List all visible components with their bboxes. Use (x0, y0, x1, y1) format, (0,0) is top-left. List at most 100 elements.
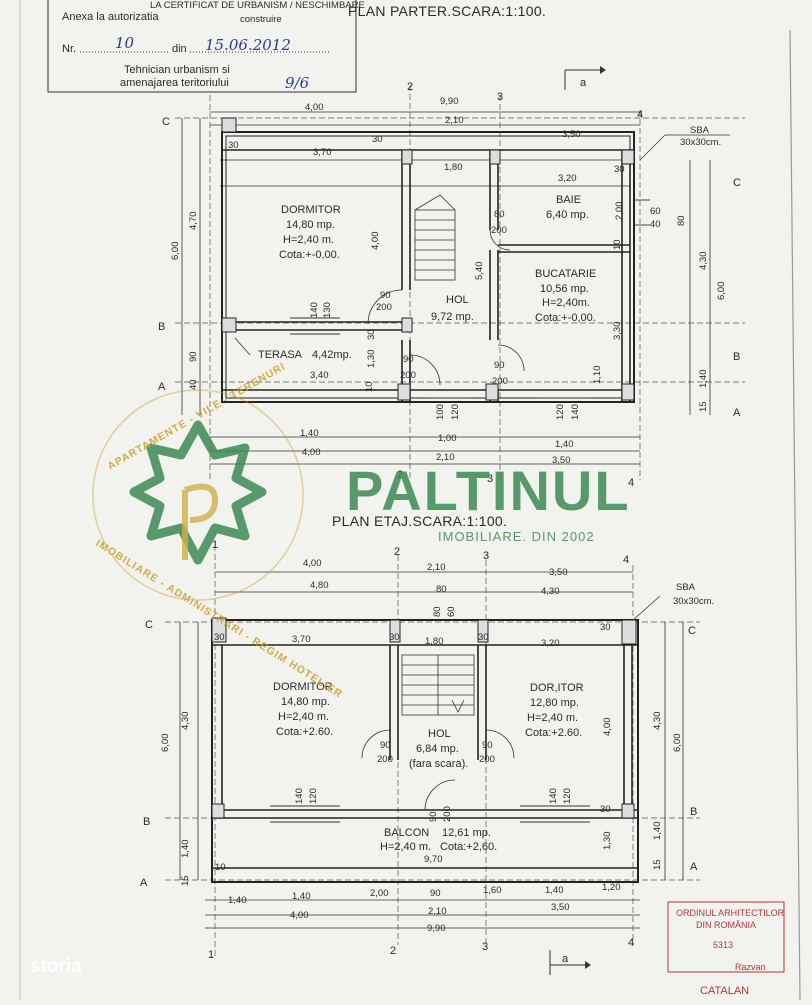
permit-date: 15.06.2012 (205, 36, 291, 54)
gf-dim-bottom: 4,00 (302, 447, 321, 458)
uf-dim-inner: 200 (377, 754, 393, 765)
gf-dim-bottom: 3,50 (552, 455, 571, 466)
uf-dim-bottom: 2,00 (370, 888, 389, 899)
gf-dim-inner: 3,40 (310, 370, 329, 381)
uf-dim-bottom: 4,00 (290, 910, 309, 921)
gf-dim-bottom: 1,00 (438, 433, 457, 444)
room-name: DOR,ITOR (530, 682, 584, 694)
room-area: 14,80 mp. (286, 219, 335, 231)
axis-2-top: 2 (394, 546, 400, 558)
gf-dim-inner: 40 (650, 219, 661, 230)
gf-dim-inner: 1,30 (366, 350, 377, 369)
gf-dim-top: 4,00 (305, 102, 324, 113)
gf-sba: SBA (690, 125, 710, 136)
uf-dim-bottom: 1,40 (228, 895, 247, 906)
room-area: 12,61 mp. (442, 827, 491, 839)
permit-technician-2: amenajarea teritoriului (120, 77, 229, 89)
axis-1-top: 1 (212, 539, 218, 551)
axis-2-top: 2 (407, 81, 413, 93)
uf-dim-inner: 200 (479, 754, 495, 765)
upper-floor-title: PLAN ETAJ.SCARA:1:100. (332, 513, 507, 529)
uf-dim-bottom: 1,20 (602, 882, 621, 893)
gf-dim-left: 6,00 (170, 242, 181, 261)
room-area: 6,40 mp. (546, 209, 589, 221)
watermark-name: PALTINUL (346, 459, 631, 522)
axis-c-right: C (733, 177, 741, 189)
gf-dim-inner: 30 (614, 164, 625, 175)
room-note: (fara scara). (409, 758, 468, 770)
gf-dim-inner: 200 (492, 376, 508, 387)
axis-1-bottom: 1 (208, 949, 214, 961)
gf-dim-left: 40 (188, 379, 199, 390)
stamp-name2: CATALAN (700, 985, 749, 997)
gf-dim-inner: 30 (366, 329, 377, 340)
room-level: Cota:+2.60. (276, 726, 333, 738)
gf-room-bucatarie: BUCATARIE 10,56 mp. H=2,40m. Cota:+-0,00… (535, 268, 596, 324)
stamp-line1: ORDINUL ARHITECTILOR (676, 908, 785, 918)
permit-annex: Anexa la autorizatia (62, 11, 159, 23)
gf-dim-top: 3,50 (562, 129, 581, 140)
gf-room-dormitor: DORMITOR 14,80 mp. H=2,40 m. Cota:+-0,00… (279, 204, 341, 261)
axis-b-right: B (690, 806, 697, 818)
gf-dim-inner: 1,10 (592, 366, 603, 385)
room-area: 4,42mp. (312, 349, 352, 361)
axis-a-left: A (158, 381, 166, 393)
uf-dim-top: 3,70 (292, 634, 311, 645)
gf-dim-inner: 10 (364, 381, 375, 392)
uf-dim-inner: 120 (562, 788, 573, 804)
maple-leaf-icon (129, 420, 267, 565)
uf-dim-inner: 90 (428, 811, 439, 822)
uf-dim-bottom: 1,40 (292, 891, 311, 902)
axis-c-left: C (145, 619, 153, 631)
uf-dim-top: 4,30 (541, 586, 560, 597)
uf-dim-inner: 200 (442, 806, 453, 822)
gf-dim-inner: 80 (676, 215, 687, 226)
uf-dim-inner: 30 (600, 804, 611, 815)
section-marker-ground: a (580, 77, 587, 89)
gf-dim-inner: 200 (400, 370, 416, 381)
axis-b-left: B (143, 816, 150, 828)
uf-dim-right: 15 (652, 859, 663, 870)
room-name: BAIE (556, 194, 581, 206)
uf-dim-bottom: 1,60 (483, 885, 502, 896)
logo-letter-icon (182, 483, 219, 560)
uf-dim-bottom: 1,40 (545, 885, 564, 896)
uf-dim-inner: 60 (446, 606, 457, 617)
permit-date-label: din (172, 43, 187, 55)
gf-room-hol: HOL 9,72 mp. (431, 294, 474, 323)
uf-dim-top: 1,80 (425, 636, 444, 647)
axis-b-right: B (733, 351, 740, 363)
axis-3-top: 3 (497, 91, 503, 103)
uf-dim-inner: 30 (600, 622, 611, 633)
room-area: 12,80 mp. (530, 697, 579, 709)
uf-dim-right: 6,00 (672, 734, 683, 753)
gf-dim-inner: 90 (494, 360, 505, 371)
uf-dim-inner: 90 (380, 740, 391, 751)
room-name: HOL (446, 294, 469, 306)
gf-dim-inner: 4,00 (370, 232, 381, 251)
axis-3-bottom: 3 (487, 473, 493, 485)
uf-dim-inner: 30 (478, 632, 489, 643)
gf-dim-inner: 2,00 (614, 202, 625, 221)
gf-dim-right: 15 (698, 401, 709, 412)
gf-dim-inner: 100 (435, 404, 446, 420)
section-marker-upper: a (562, 953, 569, 965)
uf-dim-top: 4,80 (310, 580, 329, 591)
gf-room-terasa: TERASA 4,42mp. (258, 349, 352, 361)
gf-dim-inner: 200 (376, 302, 392, 313)
uf-dim-inner: 140 (548, 788, 559, 804)
gf-dim-top: 3,20 (558, 173, 577, 184)
gf-sba-size: 30x30cm. (680, 137, 721, 148)
permit-annex-type: construire (240, 14, 282, 25)
room-level: Cota:+2,60. (440, 841, 497, 853)
uf-dim-inner: 1,30 (602, 832, 613, 851)
uf-dim-inner: 30 (214, 632, 225, 643)
gf-dim-right: 1,40 (698, 370, 709, 389)
uf-sba: SBA (676, 582, 696, 593)
room-name: BUCATARIE (535, 268, 596, 280)
axis-4-bottom: 4 (628, 937, 634, 949)
room-area: 9,72 mp. (431, 311, 474, 323)
uf-dim-bottom: 9,70 (424, 854, 443, 865)
uf-dim-top: 3,50 (549, 567, 568, 578)
